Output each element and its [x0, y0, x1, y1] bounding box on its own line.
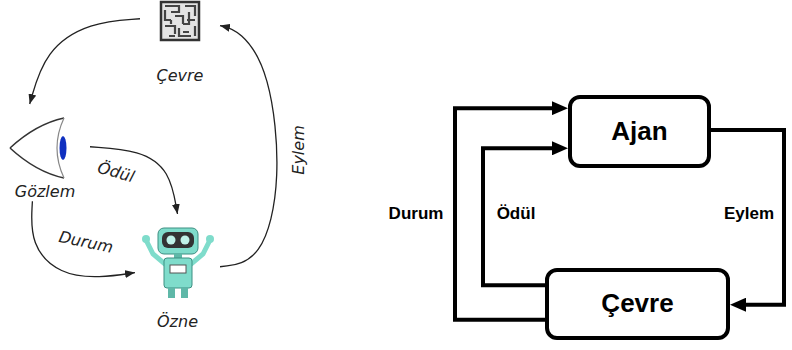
eye-lens	[60, 136, 67, 160]
eye-icon	[10, 118, 67, 178]
node-label: Ajan	[611, 116, 667, 147]
process-box: Ajan	[568, 95, 711, 168]
robot-head	[158, 228, 198, 254]
edge-label: Ödül	[495, 204, 538, 224]
curved-arrow	[90, 147, 178, 214]
edge-label: Eylem	[289, 123, 308, 176]
node-label: Gözlem	[15, 182, 75, 201]
robot-neck	[174, 254, 182, 258]
node-label: Çevre	[157, 66, 204, 85]
eyelid	[10, 118, 64, 148]
maze-walls	[165, 6, 195, 36]
process-box: Çevre	[545, 268, 730, 340]
flow-connector	[483, 148, 560, 285]
maze-icon	[161, 2, 199, 40]
robot-visor	[162, 232, 194, 248]
edge-label: Ödül	[94, 157, 139, 187]
robot-panel	[170, 265, 186, 273]
edge-label: Eylem	[722, 204, 776, 224]
curved-arrow	[32, 201, 135, 276]
node-label: Çevre	[601, 288, 673, 319]
edge-label: Durum	[55, 227, 116, 258]
curved-arrow	[220, 26, 277, 267]
eyelid	[10, 148, 64, 178]
icon-node: Özne	[135, 214, 220, 331]
robot-leg	[181, 288, 188, 298]
edge-label: Durum	[387, 204, 446, 224]
robot-eye	[167, 236, 176, 245]
icon-node: Çevre	[140, 0, 220, 85]
robot-icon	[142, 228, 214, 298]
robot-hand	[206, 235, 214, 243]
icon-node: Gözlem	[0, 104, 90, 201]
robot-leg	[168, 288, 175, 298]
node-label: Özne	[157, 312, 198, 331]
maze-frame	[161, 2, 199, 40]
curved-arrow	[30, 19, 140, 104]
robot-eye	[181, 236, 190, 245]
robot-body	[164, 258, 192, 288]
robot-hand	[142, 235, 150, 243]
